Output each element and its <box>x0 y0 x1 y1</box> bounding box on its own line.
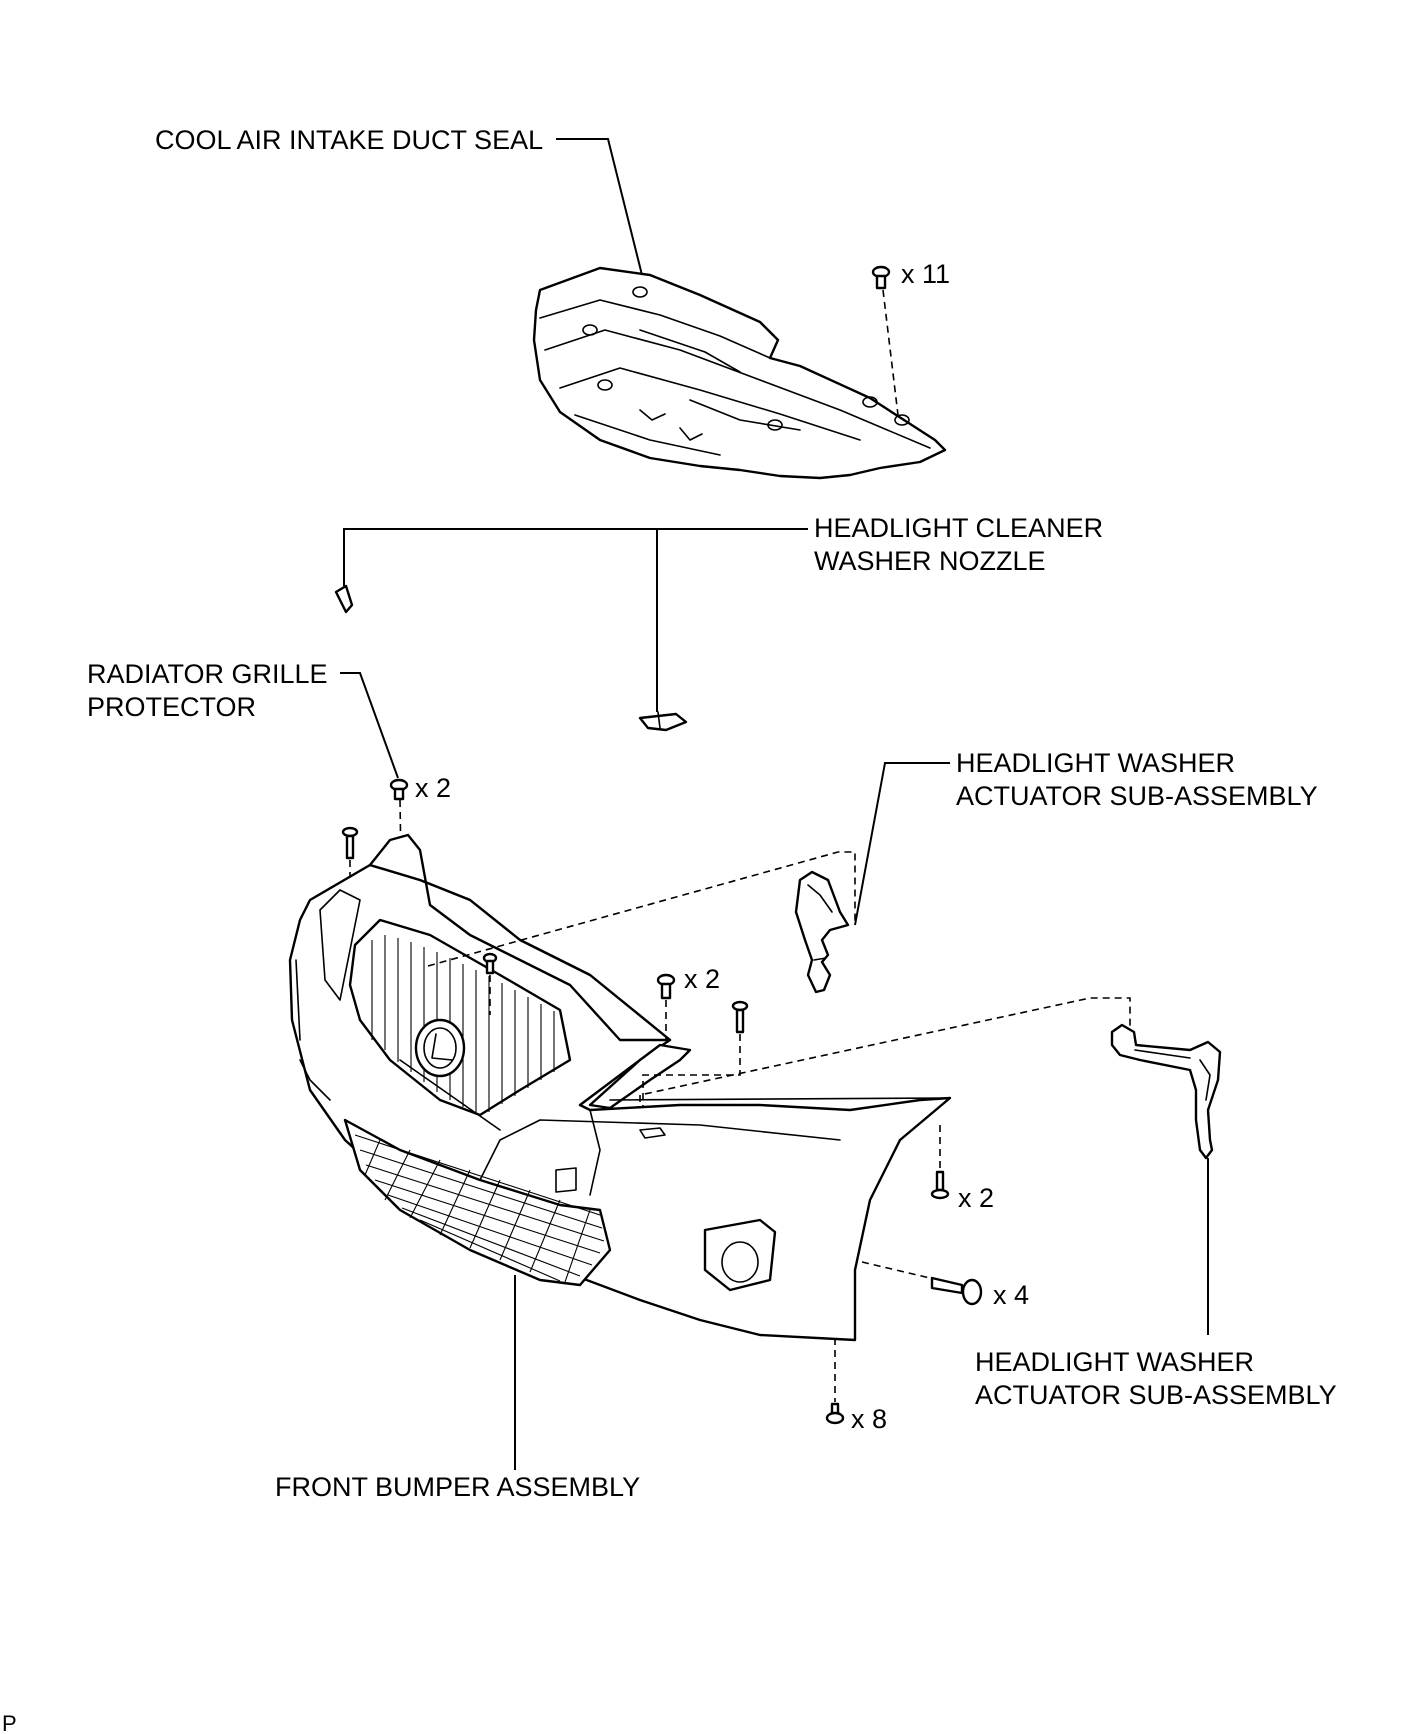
cool-air-intake-duct-seal-label: COOL AIR INTAKE DUCT SEAL <box>155 125 543 155</box>
lower-side-screw-icon <box>930 1276 983 1306</box>
bumper-top-bolt-icon <box>642 1000 749 1108</box>
radiator-grille-protector-label-line1: RADIATOR GRILLE <box>87 659 328 689</box>
actuator-lower-dashed-link <box>639 997 1131 1102</box>
duct-seal-clip-quantity: x 11 <box>901 259 950 289</box>
duct-seal-leader-line <box>556 138 643 276</box>
corner-mark: P <box>2 1711 17 1734</box>
headlight-washer-actuator-lower-label-line2: ACTUATOR SUB-ASSEMBLY <box>975 1380 1337 1410</box>
headlight-washer-actuator-upper-part <box>794 870 850 994</box>
front-bumper-assembly-part <box>288 833 952 1342</box>
headlight-cleaner-washer-nozzle-label-line2: WASHER NOZZLE <box>814 546 1046 576</box>
bottom-clip-icon <box>825 1402 845 1425</box>
washer-nozzle-center-part <box>638 711 688 732</box>
actuator-upper-dashed-link <box>427 851 856 967</box>
duct-seal-clip-icon <box>871 265 899 416</box>
radiator-grille-protector-label-line2: PROTECTOR <box>87 692 256 722</box>
headlight-washer-actuator-upper-label-line2: ACTUATOR SUB-ASSEMBLY <box>956 781 1318 811</box>
headlight-cleaner-washer-nozzle-label-line1: HEADLIGHT CLEANER <box>814 513 1103 543</box>
washer-nozzle-leader-line <box>343 528 808 586</box>
bumper-top-clip-left-icon <box>482 952 498 975</box>
lower-side-screw-quantity: x 4 <box>993 1280 1029 1310</box>
grille-protector-clip-quantity: x 2 <box>415 773 451 803</box>
front-bumper-assembly-label: FRONT BUMPER ASSEMBLY <box>275 1472 640 1502</box>
radiator-grille-leader-line <box>340 672 399 779</box>
bottom-clip-quantity: x 8 <box>851 1404 887 1434</box>
cool-air-intake-duct-seal-part <box>532 266 947 480</box>
bumper-top-clip-quantity: x 2 <box>684 964 720 994</box>
headlight-washer-actuator-upper-label-line1: HEADLIGHT WASHER <box>956 748 1235 778</box>
headlight-washer-actuator-lower-label-line1: HEADLIGHT WASHER <box>975 1347 1254 1377</box>
lower-side-screw-dashed-line <box>861 1261 931 1279</box>
side-screw-quantity: x 2 <box>958 1183 994 1213</box>
side-screw-icon <box>930 1170 950 1200</box>
washer-nozzle-left-part <box>334 584 354 614</box>
actuator-upper-leader-line <box>854 762 950 926</box>
headlight-washer-actuator-lower-part <box>1110 1023 1222 1160</box>
bumper-top-clip-icon <box>656 973 676 1040</box>
